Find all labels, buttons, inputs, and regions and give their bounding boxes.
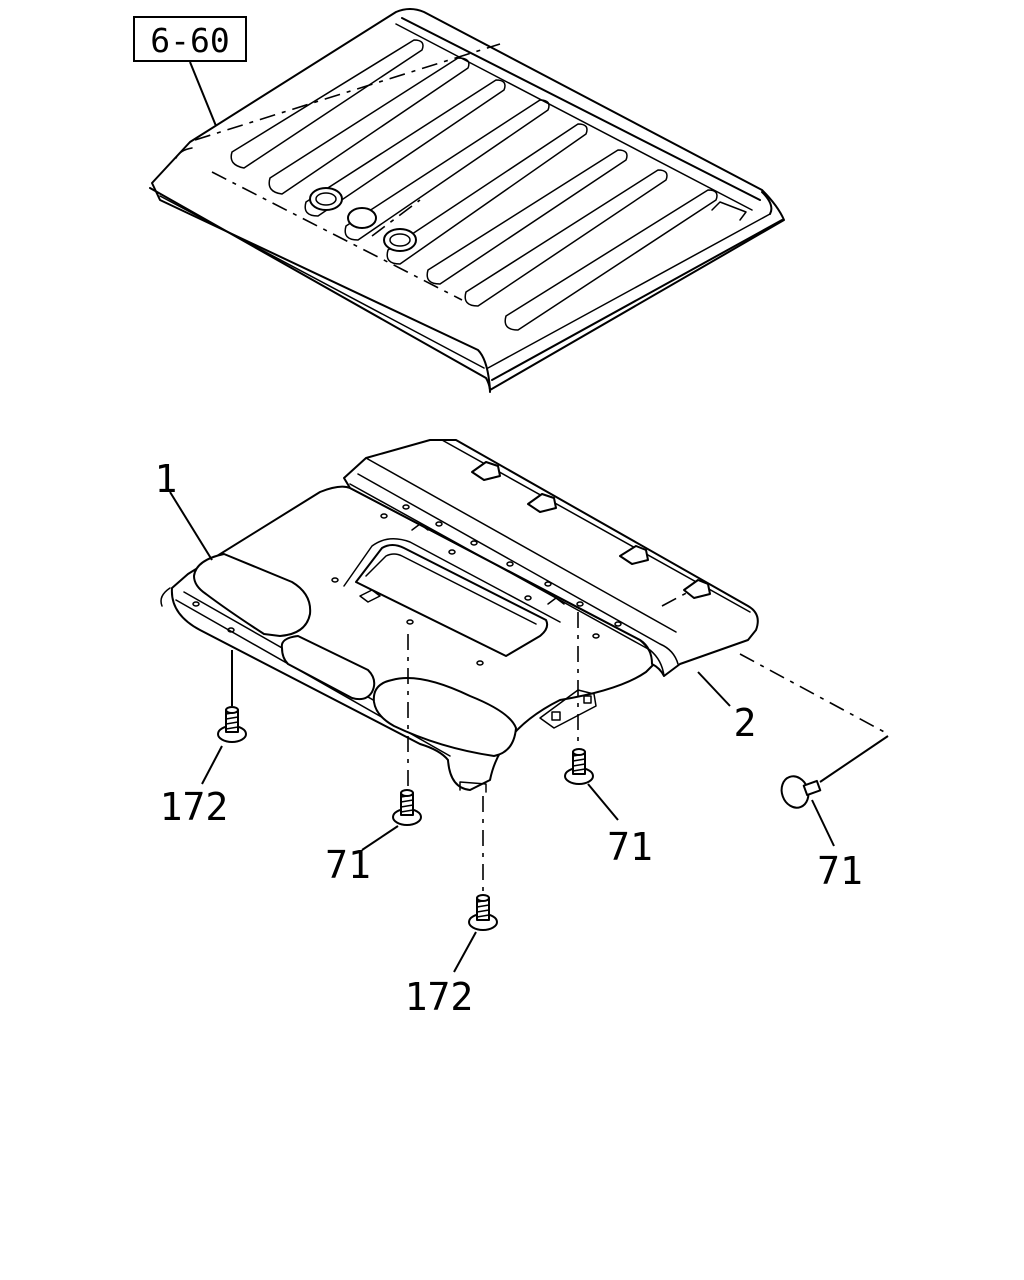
- assembly-line-push-clip-a: [661, 589, 693, 607]
- leader-71-center: [361, 825, 399, 851]
- headliner-panel[interactable]: [160, 485, 655, 793]
- callout-71-far-right: 71: [817, 849, 863, 893]
- clip-172-left[interactable]: [217, 706, 247, 743]
- reference-leader-line: [189, 61, 217, 127]
- callout-172-center: 172: [405, 975, 474, 1019]
- roof-panel: [149, 8, 785, 393]
- callout-71-right: 71: [607, 825, 653, 869]
- leader-172-center: [453, 931, 477, 973]
- reference-box-label: 6-60: [150, 21, 229, 60]
- leader-1: [169, 491, 213, 561]
- reference-box[interactable]: 6-60: [133, 16, 247, 62]
- leader-71-right: [587, 783, 619, 821]
- rear-trim-panel[interactable]: [343, 439, 759, 677]
- callout-172-left: 172: [160, 785, 229, 829]
- leader-172-left: [201, 745, 223, 785]
- callout-1: 1: [155, 457, 178, 501]
- leader-71-far-right: [811, 799, 835, 847]
- assembly-line-push-clip-b: [739, 653, 889, 735]
- screw-71-right[interactable]: [564, 748, 594, 785]
- callout-2: 2: [734, 701, 757, 745]
- clip-172-center[interactable]: [468, 894, 498, 931]
- push-clip-71[interactable]: [777, 773, 822, 812]
- leader-2: [697, 671, 731, 707]
- screw-71-left[interactable]: [392, 789, 422, 826]
- callout-71-center: 71: [325, 843, 371, 887]
- assembly-line-push-clip-c: [819, 735, 889, 783]
